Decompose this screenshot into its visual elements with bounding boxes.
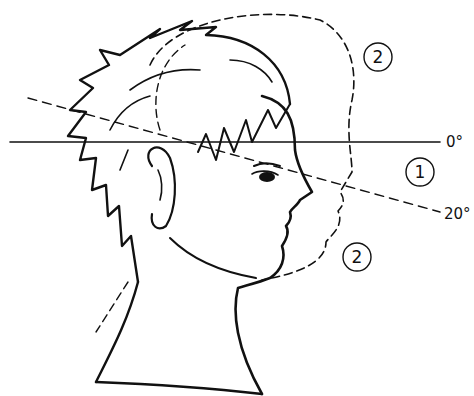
horizontal-line — [10, 141, 440, 143]
angle-label: 20° — [444, 205, 471, 223]
tilt-line — [28, 98, 440, 212]
jaw-line — [170, 238, 256, 278]
ear — [148, 148, 175, 229]
shoulder-line — [96, 382, 262, 394]
tilted-head-outline — [150, 14, 354, 280]
callout-number: 1 — [415, 162, 426, 182]
face-profile — [236, 96, 312, 394]
ear-detail — [158, 170, 162, 200]
hair-fringe — [198, 104, 290, 160]
eyelid — [252, 171, 278, 175]
callout-number: 2 — [373, 47, 384, 67]
angle-label: 0° — [446, 133, 463, 151]
tilted-hair-outline — [156, 45, 185, 130]
callout-circle: 1 — [405, 157, 435, 187]
eye — [259, 172, 275, 182]
hair-outline — [68, 21, 290, 282]
callout-circle: 2 — [342, 242, 372, 272]
hair-strands — [110, 60, 272, 170]
eyebrow — [254, 163, 280, 166]
callout-circle: 2 — [363, 42, 393, 72]
neck-back — [96, 282, 138, 382]
callout-number: 2 — [352, 247, 363, 267]
